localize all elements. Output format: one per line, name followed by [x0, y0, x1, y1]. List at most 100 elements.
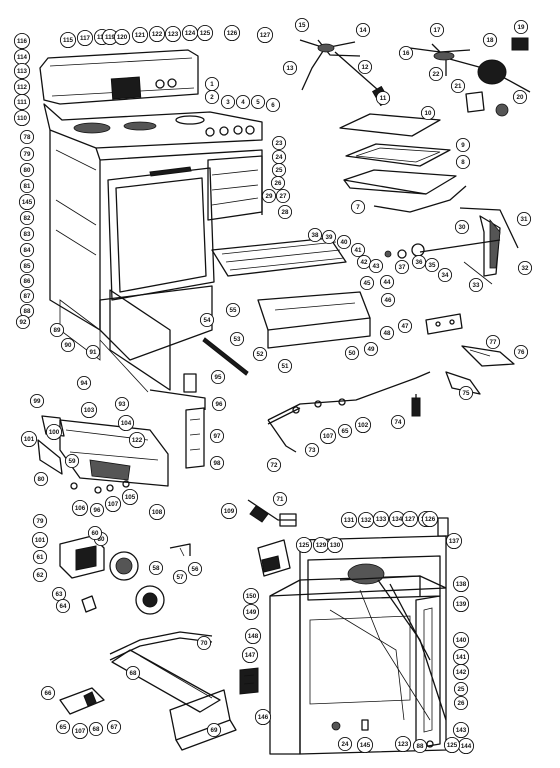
part-callout-123: 123	[164, 25, 182, 43]
callout-bubble	[271, 135, 287, 151]
callout-bubble	[350, 242, 366, 258]
part-callout-22: 22	[428, 66, 444, 82]
callout-bubble	[32, 513, 48, 529]
callout-label: 148	[248, 633, 259, 640]
callout-bubble	[125, 665, 141, 681]
callout-bubble	[19, 146, 35, 162]
part-callout-79: 79	[32, 513, 48, 529]
callout-bubble	[196, 635, 212, 651]
callout-bubble	[33, 471, 49, 487]
callout-bubble	[32, 567, 48, 583]
part-callout-95: 95	[210, 369, 226, 385]
callout-label: 150	[246, 593, 257, 600]
callout-label: 25	[458, 686, 465, 693]
callout-bubble	[235, 94, 251, 110]
part-callout-143: 143	[452, 721, 470, 739]
callout-bubble	[277, 204, 293, 220]
part-callout-85: 85	[19, 258, 35, 274]
part-callout-96: 96	[89, 502, 105, 518]
callout-label: 94	[81, 380, 88, 387]
part-callout-9: 9	[455, 137, 471, 153]
callout-label: 79	[24, 151, 31, 158]
part-callout-25: 25	[271, 162, 287, 178]
part-callout-52: 52	[252, 346, 268, 362]
callout-label: 77	[490, 339, 497, 346]
part-callout-30: 30	[454, 219, 470, 235]
part-callout-24: 24	[337, 736, 353, 752]
callout-label: 24	[276, 154, 283, 161]
part-callout-90: 90	[60, 337, 76, 353]
part-callout-73: 73	[304, 442, 320, 458]
callout-label: 133	[376, 516, 387, 523]
callout-bubble	[372, 510, 390, 528]
callout-label: 119	[105, 34, 116, 41]
callout-bubble	[80, 401, 98, 419]
part-callout-43: 43	[368, 258, 384, 274]
part-callout-4: 4	[235, 94, 251, 110]
callout-bubble	[357, 59, 373, 75]
part-callout-123: 123	[394, 735, 412, 753]
valve-and-manifold-parts	[267, 345, 515, 453]
callout-bubble	[363, 341, 379, 357]
callout-bubble	[71, 499, 89, 517]
callout-bubble	[55, 598, 71, 614]
callout-bubble	[18, 193, 36, 211]
callout-label: 1	[210, 81, 214, 88]
part-callout-47: 47	[397, 318, 413, 334]
callout-label: 53	[234, 336, 241, 343]
part-callout-7: 7	[350, 199, 366, 215]
callout-bubble	[13, 62, 31, 80]
callout-bubble	[513, 19, 529, 35]
callout-label: 15	[299, 22, 306, 29]
part-callout-115: 115	[59, 31, 77, 49]
callout-bubble	[114, 396, 130, 412]
callout-bubble	[401, 510, 419, 528]
part-callout-48: 48	[379, 325, 395, 341]
callout-bubble	[412, 738, 428, 754]
part-callout-122: 122	[128, 431, 146, 449]
callout-label: 37	[399, 264, 406, 271]
callout-label: 88	[24, 308, 31, 315]
part-callout-111: 111	[13, 93, 31, 111]
part-callout-107: 107	[71, 722, 89, 740]
part-callout-133: 133	[372, 510, 390, 528]
callout-bubble	[270, 175, 286, 191]
callout-bubble	[13, 32, 31, 50]
callout-bubble	[428, 66, 444, 82]
callout-label: 55	[230, 307, 237, 314]
callout-label: 105	[125, 494, 136, 501]
part-callout-103: 103	[80, 401, 98, 419]
callout-bubble	[485, 334, 501, 350]
callout-label: 129	[316, 542, 327, 549]
callout-bubble	[397, 318, 413, 334]
part-callout-36: 36	[411, 254, 427, 270]
part-callout-28: 28	[277, 204, 293, 220]
callout-label: 60	[92, 530, 99, 537]
part-callout-49: 49	[363, 341, 379, 357]
callout-bubble	[452, 575, 470, 593]
callout-label: 123	[168, 31, 179, 38]
part-callout-60: 60	[87, 525, 103, 541]
callout-bubble	[121, 488, 139, 506]
callout-bubble	[326, 536, 344, 554]
part-callout-89: 89	[49, 322, 65, 338]
part-callout-107: 107	[104, 495, 122, 513]
callout-label: 90	[65, 342, 72, 349]
callout-bubble	[19, 288, 35, 304]
callout-label: 134	[392, 516, 403, 523]
callout-label: 76	[518, 349, 525, 356]
callout-bubble	[31, 531, 49, 549]
callout-bubble	[452, 631, 470, 649]
part-callout-112: 112	[13, 78, 31, 96]
part-callout-55: 55	[225, 302, 241, 318]
callout-label: 114	[17, 54, 28, 61]
callout-label: 140	[456, 637, 467, 644]
callout-label: 91	[90, 349, 97, 356]
callout-label: 67	[111, 724, 118, 731]
part-callout-18: 18	[482, 32, 498, 48]
range-cabinet-assembly	[239, 517, 449, 755]
callout-label: 130	[330, 542, 341, 549]
callout-bubble	[172, 569, 188, 585]
callout-bubble	[336, 234, 352, 250]
part-callout-62: 62	[32, 567, 48, 583]
